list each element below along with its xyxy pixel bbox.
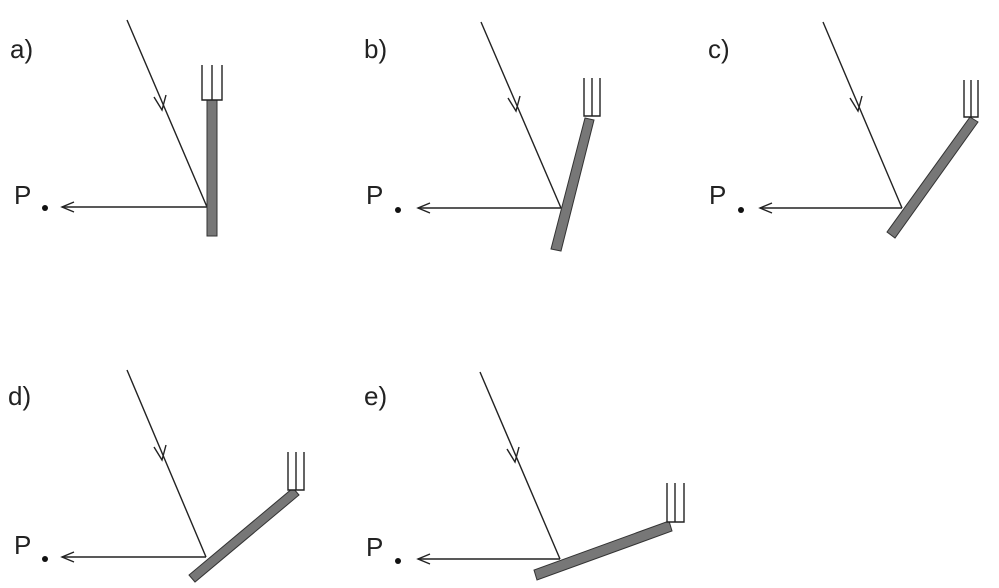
mirror-holder-a <box>201 65 223 101</box>
incident-arrowhead-c <box>849 95 863 113</box>
panel-d: d) P <box>8 369 305 583</box>
point-label-d: P <box>14 530 31 560</box>
mirror-holder-b <box>583 78 601 117</box>
reflected-arrowhead-e <box>416 553 431 565</box>
panel-label-d: d) <box>8 381 31 411</box>
point-p-c <box>738 207 744 213</box>
incident-ray-d <box>126 369 207 558</box>
incident-ray-a <box>126 19 208 208</box>
panel-label-a: a) <box>10 34 33 64</box>
mirror-d <box>188 487 300 583</box>
incident-arrowhead-b <box>507 95 521 113</box>
incident-arrowhead-d <box>153 444 167 462</box>
point-label-a: P <box>14 180 31 210</box>
point-p-b <box>395 207 401 213</box>
mirror-holder-d <box>287 452 305 491</box>
reflected-arrowhead-b <box>416 202 431 214</box>
mirror-c <box>886 116 979 239</box>
incident-ray-c <box>822 21 903 209</box>
point-p-a <box>42 205 48 211</box>
point-label-e: P <box>366 532 383 562</box>
panel-label-e: e) <box>364 381 387 411</box>
mirror-e <box>533 520 673 581</box>
panel-a: a) P <box>10 19 223 237</box>
mirror-holder-c <box>963 80 979 118</box>
panel-label-c: c) <box>708 34 730 64</box>
point-p-d <box>42 556 48 562</box>
mirror-a <box>206 99 218 237</box>
panel-b: b) P <box>364 21 601 252</box>
reflected-arrowhead-a <box>60 201 75 213</box>
panel-e: e) P <box>364 371 685 581</box>
reflected-arrowhead-c <box>758 202 773 214</box>
panel-label-b: b) <box>364 34 387 64</box>
incident-ray-e <box>479 371 561 560</box>
point-p-e <box>395 558 401 564</box>
panel-c: c) P <box>708 21 979 239</box>
point-label-b: P <box>366 180 383 210</box>
reflected-arrowhead-d <box>60 551 75 563</box>
mirror-holder-e <box>666 483 685 523</box>
point-label-c: P <box>709 180 726 210</box>
mirror-b <box>550 117 595 252</box>
incident-ray-b <box>480 21 562 209</box>
incident-arrowhead-a <box>153 94 167 112</box>
incident-arrowhead-e <box>506 446 520 464</box>
